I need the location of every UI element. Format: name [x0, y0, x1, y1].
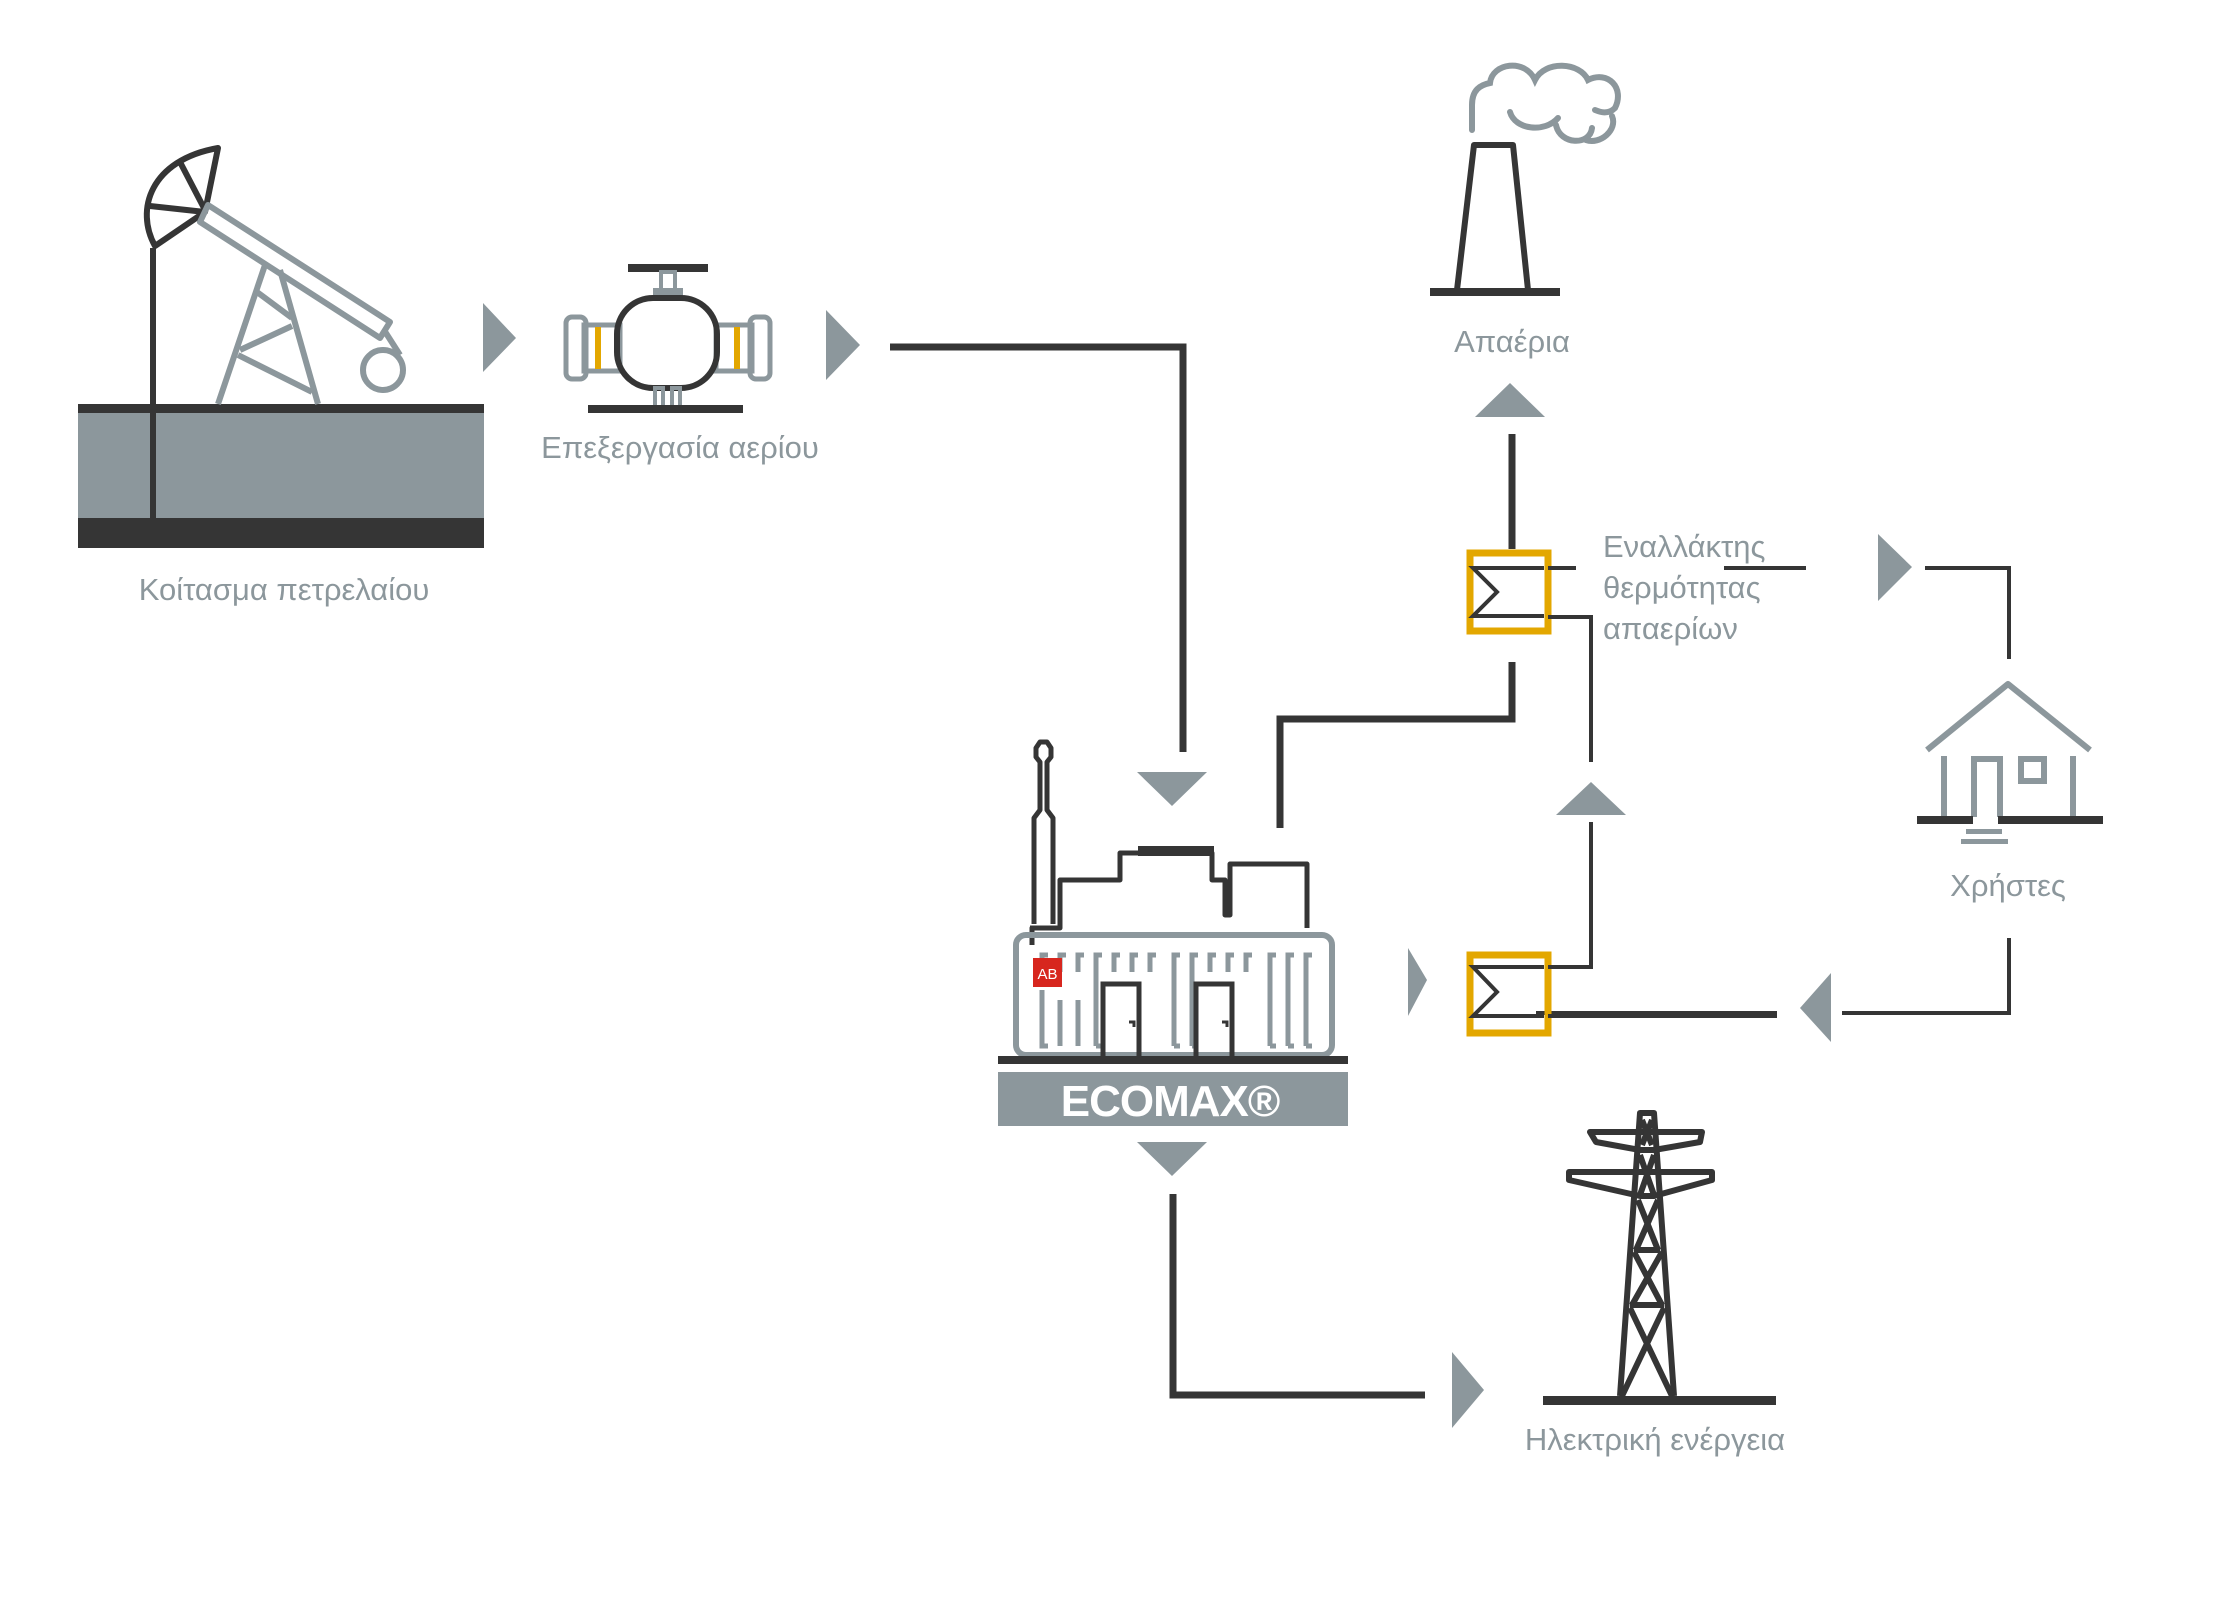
ground-surface-line: [78, 404, 484, 413]
exchanger-frame: [1466, 549, 1552, 635]
ab-logo: AB: [1033, 958, 1062, 987]
arrow-down-icon: [1137, 772, 1207, 806]
arrow-down-icon: [1137, 1142, 1207, 1176]
horse-head: [143, 145, 221, 249]
brand-bar: [998, 1072, 1348, 1126]
exhaust-heat-exchanger-label: Εναλλάκτης θερμότητας απαερίων: [1603, 529, 1774, 646]
container-ribs: [1039, 952, 1312, 1049]
arrow-right-icon: [1452, 1352, 1484, 1428]
walking-beam: [197, 202, 393, 341]
exhaust-stack: [1031, 739, 1056, 924]
users-label: Χρήστες: [1950, 868, 2066, 903]
yellow-band: [595, 327, 601, 369]
valve-base: [588, 405, 743, 413]
gas-processing-label: Επεξεργασία αερίου: [541, 430, 819, 465]
arrow-right-icon: [1878, 534, 1912, 601]
exhaust-label: Απαέρια: [1454, 324, 1570, 359]
power-output-line: [1169, 1194, 1425, 1399]
container-base: [998, 1056, 1348, 1064]
arrow-right-icon: [1408, 948, 1427, 1016]
heat-return-line: [1842, 938, 2011, 1015]
power-pylon-icon: [1543, 1110, 1776, 1405]
arrow-up-icon: [1556, 782, 1626, 815]
valve-body: [614, 295, 720, 391]
yellow-band: [734, 327, 740, 369]
electricity-label: Ηλεκτρική ενέργεια: [1525, 1422, 1785, 1457]
heat-exchanger-icon: [1466, 549, 1552, 635]
svg-text:AB: AB: [1037, 966, 1057, 983]
heat-exchanger-icon: [1466, 951, 1552, 1037]
arrow-right-icon: [826, 310, 860, 380]
container-body: [1013, 932, 1335, 1058]
heat-transfer-line: [1548, 822, 1593, 969]
arrow-right-icon: [483, 303, 516, 372]
gas-valve-icon: [563, 264, 773, 413]
chimney: [1454, 142, 1531, 291]
cogeneration-container-icon: AB: [998, 739, 1348, 1126]
heat-supply-line: [1925, 566, 2011, 659]
crank-wheel: [360, 347, 406, 393]
arrow-up-icon: [1475, 383, 1545, 417]
valve-handwheel: [628, 264, 708, 272]
heat-transfer-line: [1548, 615, 1593, 762]
bedrock-layer: [78, 518, 484, 548]
chimney-smoke-icon: [1430, 62, 1621, 296]
arrow-left-icon: [1800, 973, 1831, 1042]
oil-field-label: Κοίτασμα πετρελαίου: [139, 572, 430, 607]
oil-pump-jack-icon: [78, 145, 484, 548]
exhaust-line: [1276, 662, 1516, 828]
ecomax-label: ECOMAX®: [1061, 1077, 1280, 1126]
radiator-fans: [1138, 846, 1214, 856]
exchanger-frame: [1466, 951, 1552, 1037]
smoke-cloud: [1469, 62, 1621, 133]
house-icon: [1917, 681, 2103, 844]
sigma-coil: [1468, 965, 1544, 1018]
sigma-coil: [1468, 566, 1544, 618]
roof-modules: [1029, 850, 1310, 945]
gas-supply-line: [890, 343, 1187, 752]
